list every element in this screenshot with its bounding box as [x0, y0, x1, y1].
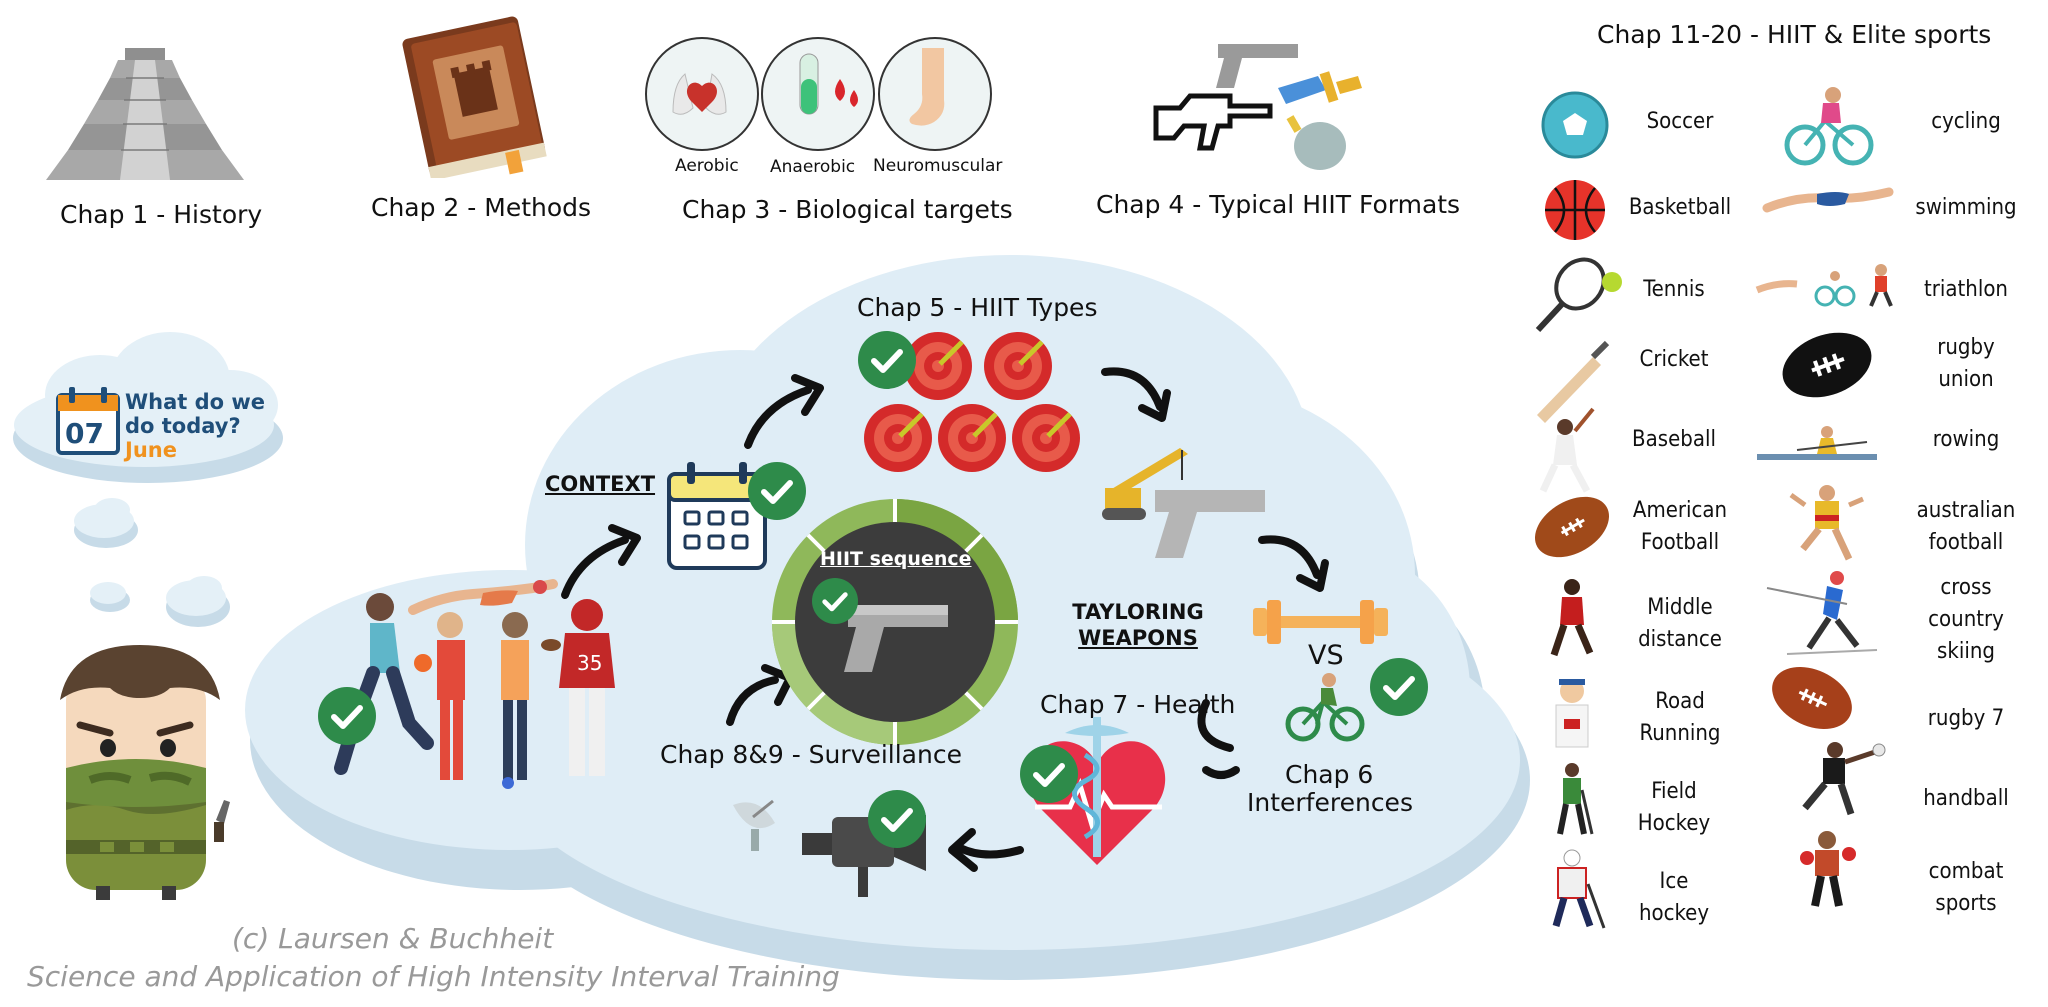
chap4-label: Chap 4 - Typical HIIT Formats: [1096, 190, 1461, 219]
chap6-label-line2: Interferences: [1247, 788, 1413, 817]
sports-title: Chap 11-20 - HIIT & Elite sports: [1597, 20, 1992, 49]
chap89-label: Chap 8&9 - Surveillance: [660, 740, 962, 769]
check-icon-chap5: [858, 331, 916, 389]
sport-left-7: Road Running: [1639, 689, 1721, 746]
sport-left-2: Tennis: [1643, 277, 1705, 302]
check-icon-chap6: [1370, 658, 1428, 716]
vs-label: VS: [1308, 640, 1344, 671]
swimmer-icon: [408, 579, 558, 615]
swimming-icon: [1762, 187, 1894, 213]
baseball-icon: [1539, 407, 1595, 493]
cricket-icon: [1537, 340, 1610, 423]
chap1-label: Chap 1 - History: [60, 200, 263, 229]
hiit-sequence-ring: [772, 499, 1018, 745]
check-icon-center: [812, 578, 858, 624]
check-icon-athletes: [318, 687, 376, 745]
sport-icons-right: [1755, 87, 1894, 907]
credit-line2: Science and Application of High Intensit…: [27, 960, 840, 993]
calendar-question-line2: do today?: [125, 414, 241, 438]
sport-right-2: triathlon: [1924, 277, 2008, 302]
chap6-label-line1: Chap 6: [1285, 760, 1374, 789]
sport-right-4: rowing: [1932, 427, 2000, 452]
calendar-day: 07: [65, 417, 104, 450]
chap3-label: Chap 3 - Biological targets: [682, 195, 1013, 224]
sport-right-8: handball: [1923, 786, 2009, 811]
calendar-question-line1: What do we: [125, 390, 266, 414]
target-neuromuscular: Neuromuscular: [873, 156, 1003, 176]
satellite-dish-icon: [733, 799, 775, 851]
basketball-icon: [1545, 180, 1605, 240]
hiit-sequence-title: HIIT sequence: [820, 548, 972, 570]
arrow-athletes-calendar: [561, 536, 629, 599]
book-icon: [402, 16, 547, 178]
sport-left-1: Basketball: [1628, 195, 1732, 220]
credit-line1: (c) Laursen & Buchheit: [232, 922, 554, 955]
cyclist-icon: [1285, 673, 1365, 742]
sport-right-5: australian football: [1916, 498, 2016, 555]
calendar-month: June: [125, 438, 177, 462]
check-icon-chap89: [868, 790, 926, 848]
targets-icon: [864, 332, 1080, 472]
chap7-label: Chap 7 - Health: [1040, 690, 1236, 719]
biological-circles: [645, 37, 992, 151]
triathlon-icon: [1755, 264, 1893, 307]
tayloring-label-line2: WEAPONS: [1078, 626, 1198, 650]
weapons-icon: [1153, 44, 1362, 170]
middle-distance-icon: [1550, 579, 1594, 657]
tayloring-label-line1: TAYLORING: [1072, 600, 1204, 624]
cross-country-skiing-icon: [1766, 571, 1878, 655]
sport-right-9: combat sports: [1928, 859, 2004, 916]
rugby-union-icon: [1782, 332, 1872, 398]
pyramid-icon: [46, 48, 244, 180]
tennis-icon: [1535, 257, 1622, 333]
sport-left-0: Soccer: [1646, 109, 1714, 134]
road-running-icon: [1555, 679, 1589, 748]
lungs-heart-icon: [672, 73, 727, 115]
sport-left-4: Baseball: [1632, 427, 1716, 452]
target-anaerobic: Anaerobic: [770, 157, 856, 177]
context-label: CONTEXT: [545, 472, 656, 496]
crane-pistol-icon: [1102, 448, 1265, 558]
sport-left-3: Cricket: [1639, 347, 1709, 372]
soccer-icon: [1541, 91, 1609, 159]
sport-right-3: rugby union: [1937, 335, 1995, 392]
sport-left-5: American Football: [1632, 498, 1728, 555]
rugby-7-icon: [1772, 667, 1852, 729]
ice-hockey-icon: [1552, 849, 1606, 929]
sport-right-1: swimming: [1915, 195, 2017, 220]
sport-right-6: cross country skiing: [1928, 575, 2004, 664]
american-football-icon: [1535, 496, 1609, 558]
character-icon: [60, 645, 230, 900]
check-icon-calendar: [748, 462, 806, 520]
combat-sports-icon: [1800, 831, 1856, 907]
sport-right-0: cycling: [1931, 109, 2001, 134]
sport-left-8: Field Hockey: [1637, 779, 1711, 836]
sport-left-6: Middle distance: [1638, 595, 1722, 652]
sport-icons-left: [1535, 91, 1622, 929]
field-hockey-icon: [1557, 763, 1594, 835]
dumbbell-icon: [1253, 600, 1388, 644]
check-icon-chap7: [1020, 745, 1078, 803]
rowing-icon: [1757, 426, 1877, 460]
handball-icon: [1802, 742, 1886, 816]
australian-football-icon: [1789, 485, 1864, 561]
svg-text:35: 35: [577, 651, 602, 675]
calendar-small-icon: [56, 387, 120, 455]
calendar-big-icon: [667, 462, 767, 570]
chap2-label: Chap 2 - Methods: [371, 193, 592, 222]
sport-right-7: rugby 7: [1927, 706, 2005, 731]
cycling-icon: [1784, 87, 1874, 166]
athletes-icon: 35: [334, 593, 615, 789]
sport-left-9: Ice hockey: [1638, 869, 1710, 926]
target-aerobic: Aerobic: [675, 156, 739, 176]
chap5-label: Chap 5 - HIIT Types: [857, 293, 1098, 322]
